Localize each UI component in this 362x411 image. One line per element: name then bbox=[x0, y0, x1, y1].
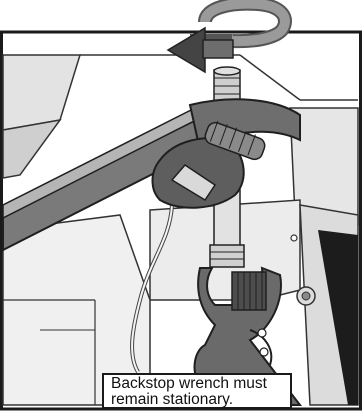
caption-line-2: remain stationary. bbox=[111, 392, 285, 408]
backstop-caption: Backstop wrench must remain stationary. bbox=[102, 373, 292, 409]
caption-line-1: Backstop wrench must bbox=[111, 376, 285, 392]
